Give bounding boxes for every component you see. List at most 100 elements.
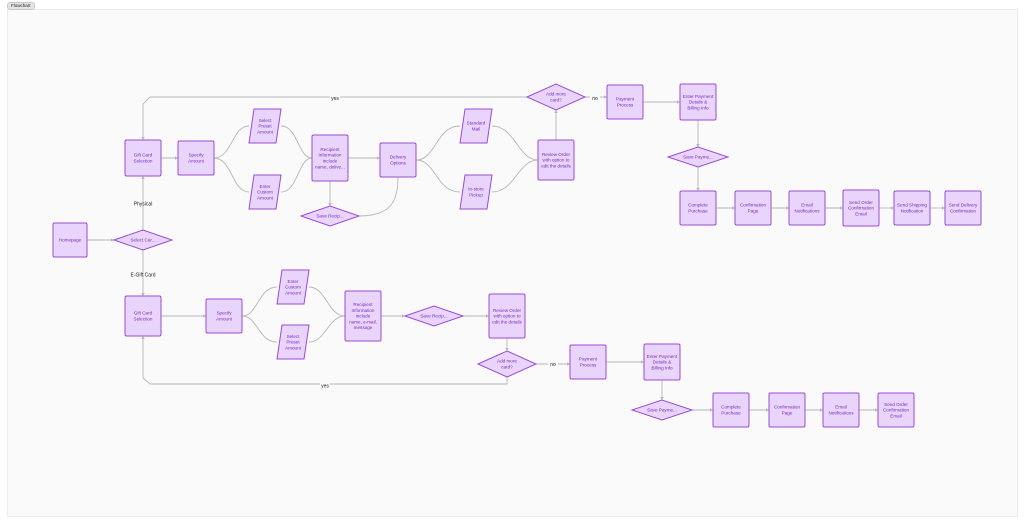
frame-label: Flowchart (7, 2, 35, 10)
process-box (944, 190, 982, 226)
process-box (822, 392, 860, 428)
decision-diamond (630, 399, 694, 421)
node-label: Homepage (59, 238, 82, 243)
node-select-card-type[interactable]: Select Car... (112, 229, 174, 251)
edge-label-egift: E-Gift Card (130, 273, 155, 279)
connector-line (241, 315, 278, 343)
arrowhead (141, 336, 145, 339)
edge-label-e-no: no (550, 362, 556, 368)
decision-diamond (666, 146, 730, 168)
process-box (877, 392, 915, 428)
process-box (52, 222, 88, 258)
arrowhead (732, 206, 735, 210)
io-parallelogram (276, 269, 310, 305)
connector-line (308, 315, 346, 343)
node-p-save-payment[interactable]: Save Payme... (666, 146, 730, 168)
connector-line (142, 336, 508, 385)
process-box (124, 295, 162, 337)
arrowhead (660, 397, 664, 400)
node-e-save-recipient[interactable]: Save Recip... (403, 305, 465, 327)
process-box (379, 142, 417, 178)
edge-label-p-no: no (592, 96, 598, 102)
process-box (606, 84, 644, 120)
arrowhead (141, 137, 145, 140)
arrowhead (203, 314, 206, 318)
edge-label-bg (330, 94, 340, 101)
arrowhead (766, 408, 769, 412)
process-box (205, 298, 243, 334)
decision-diamond (299, 205, 361, 227)
arrowhead (710, 408, 713, 412)
decision-diamond (525, 83, 587, 111)
node-e-save-payment[interactable]: Save Payme... (630, 399, 694, 421)
arrowhead (554, 110, 558, 113)
process-box (712, 392, 750, 428)
edge-label-physical: Physical (134, 202, 153, 208)
arrowhead (677, 100, 680, 104)
edge-label-bg (320, 382, 330, 388)
connector-line (491, 159, 539, 193)
connector-line (213, 157, 250, 193)
decision-diamond (403, 305, 465, 327)
process-box (344, 290, 382, 342)
node-p-save-recipient[interactable]: Save Recip... (299, 205, 361, 227)
decision-diamond (112, 229, 174, 251)
connector-line (308, 286, 346, 317)
process-box (842, 189, 880, 227)
node-label: Save Recip... (420, 314, 447, 319)
process-box (537, 139, 575, 181)
node-label: Save Payme... (683, 155, 713, 160)
process-box (643, 343, 681, 381)
arrowhead (141, 293, 145, 296)
decision-diamond (476, 350, 538, 378)
node-homepage[interactable]: Homepage (52, 222, 88, 258)
